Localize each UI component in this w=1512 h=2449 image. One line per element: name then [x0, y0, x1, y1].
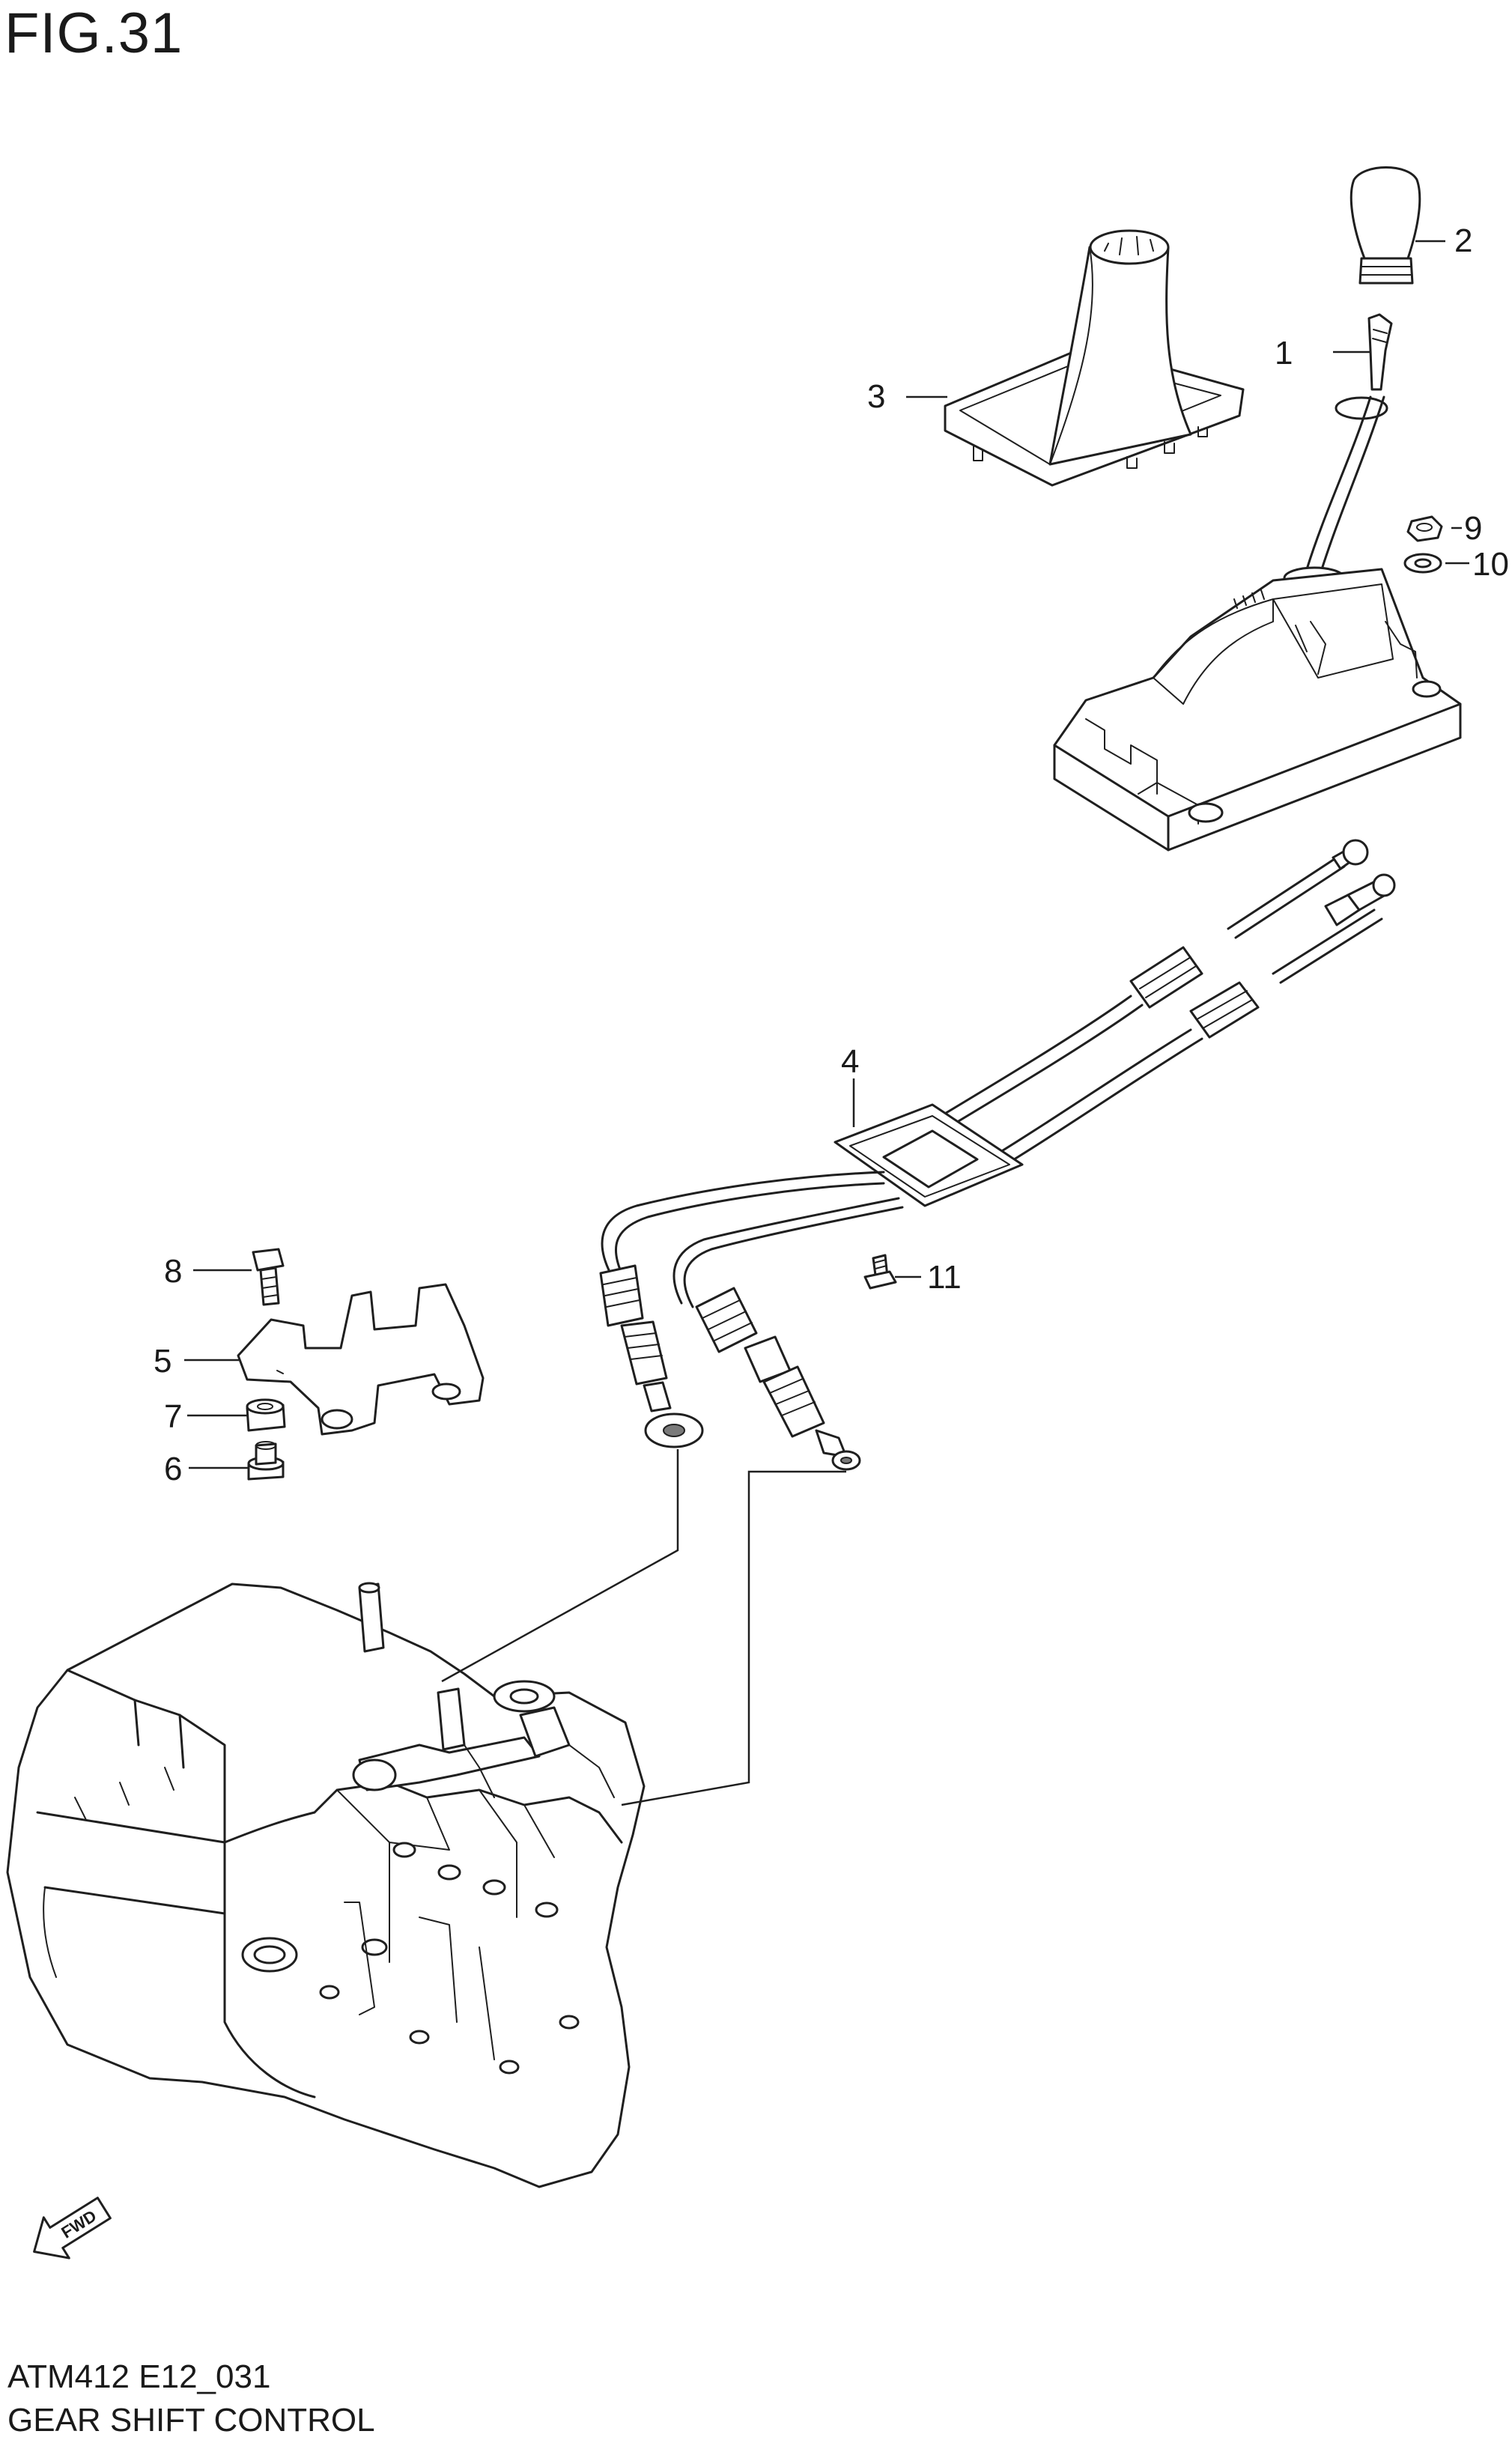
callout-4: 4 — [841, 1043, 859, 1080]
washer-10 — [1403, 553, 1442, 574]
callout-2: 2 — [1454, 222, 1472, 259]
callout-10: 10 — [1472, 546, 1509, 583]
bolt-8 — [252, 1248, 285, 1306]
callout-1: 1 — [1275, 335, 1293, 371]
figure-code: ATM412 E12_031 — [7, 2358, 271, 2395]
callout-5: 5 — [154, 1343, 171, 1380]
collar-6 — [247, 1441, 285, 1481]
bushing-7 — [246, 1398, 286, 1432]
shifter-housing — [1053, 568, 1462, 852]
callout-labels: 1 2 3 4 5 6 7 8 9 10 11 — [154, 222, 1509, 1487]
shift-boot — [944, 229, 1245, 487]
shift-cable-assembly — [599, 839, 1396, 1471]
shift-knob — [1349, 166, 1421, 285]
callout-6: 6 — [164, 1451, 182, 1487]
figure-title: FIG.31 — [4, 1, 183, 65]
callout-8: 8 — [164, 1253, 182, 1290]
fwd-arrow-icon: FWD — [33, 2197, 112, 2260]
bolt-11 — [863, 1254, 897, 1290]
callout-7: 7 — [164, 1398, 182, 1435]
figure-caption: GEAR SHIFT CONTROL — [7, 2402, 375, 2439]
leader-lines — [184, 240, 1469, 1469]
callout-11: 11 — [927, 1259, 962, 1296]
bracket-5 — [237, 1283, 485, 1436]
nut-9 — [1406, 515, 1443, 542]
shift-lever — [1283, 313, 1393, 590]
transmission-case — [6, 1582, 646, 2188]
callout-9: 9 — [1464, 510, 1482, 547]
assembly-lines — [441, 1449, 846, 1806]
callout-3: 3 — [867, 378, 885, 415]
